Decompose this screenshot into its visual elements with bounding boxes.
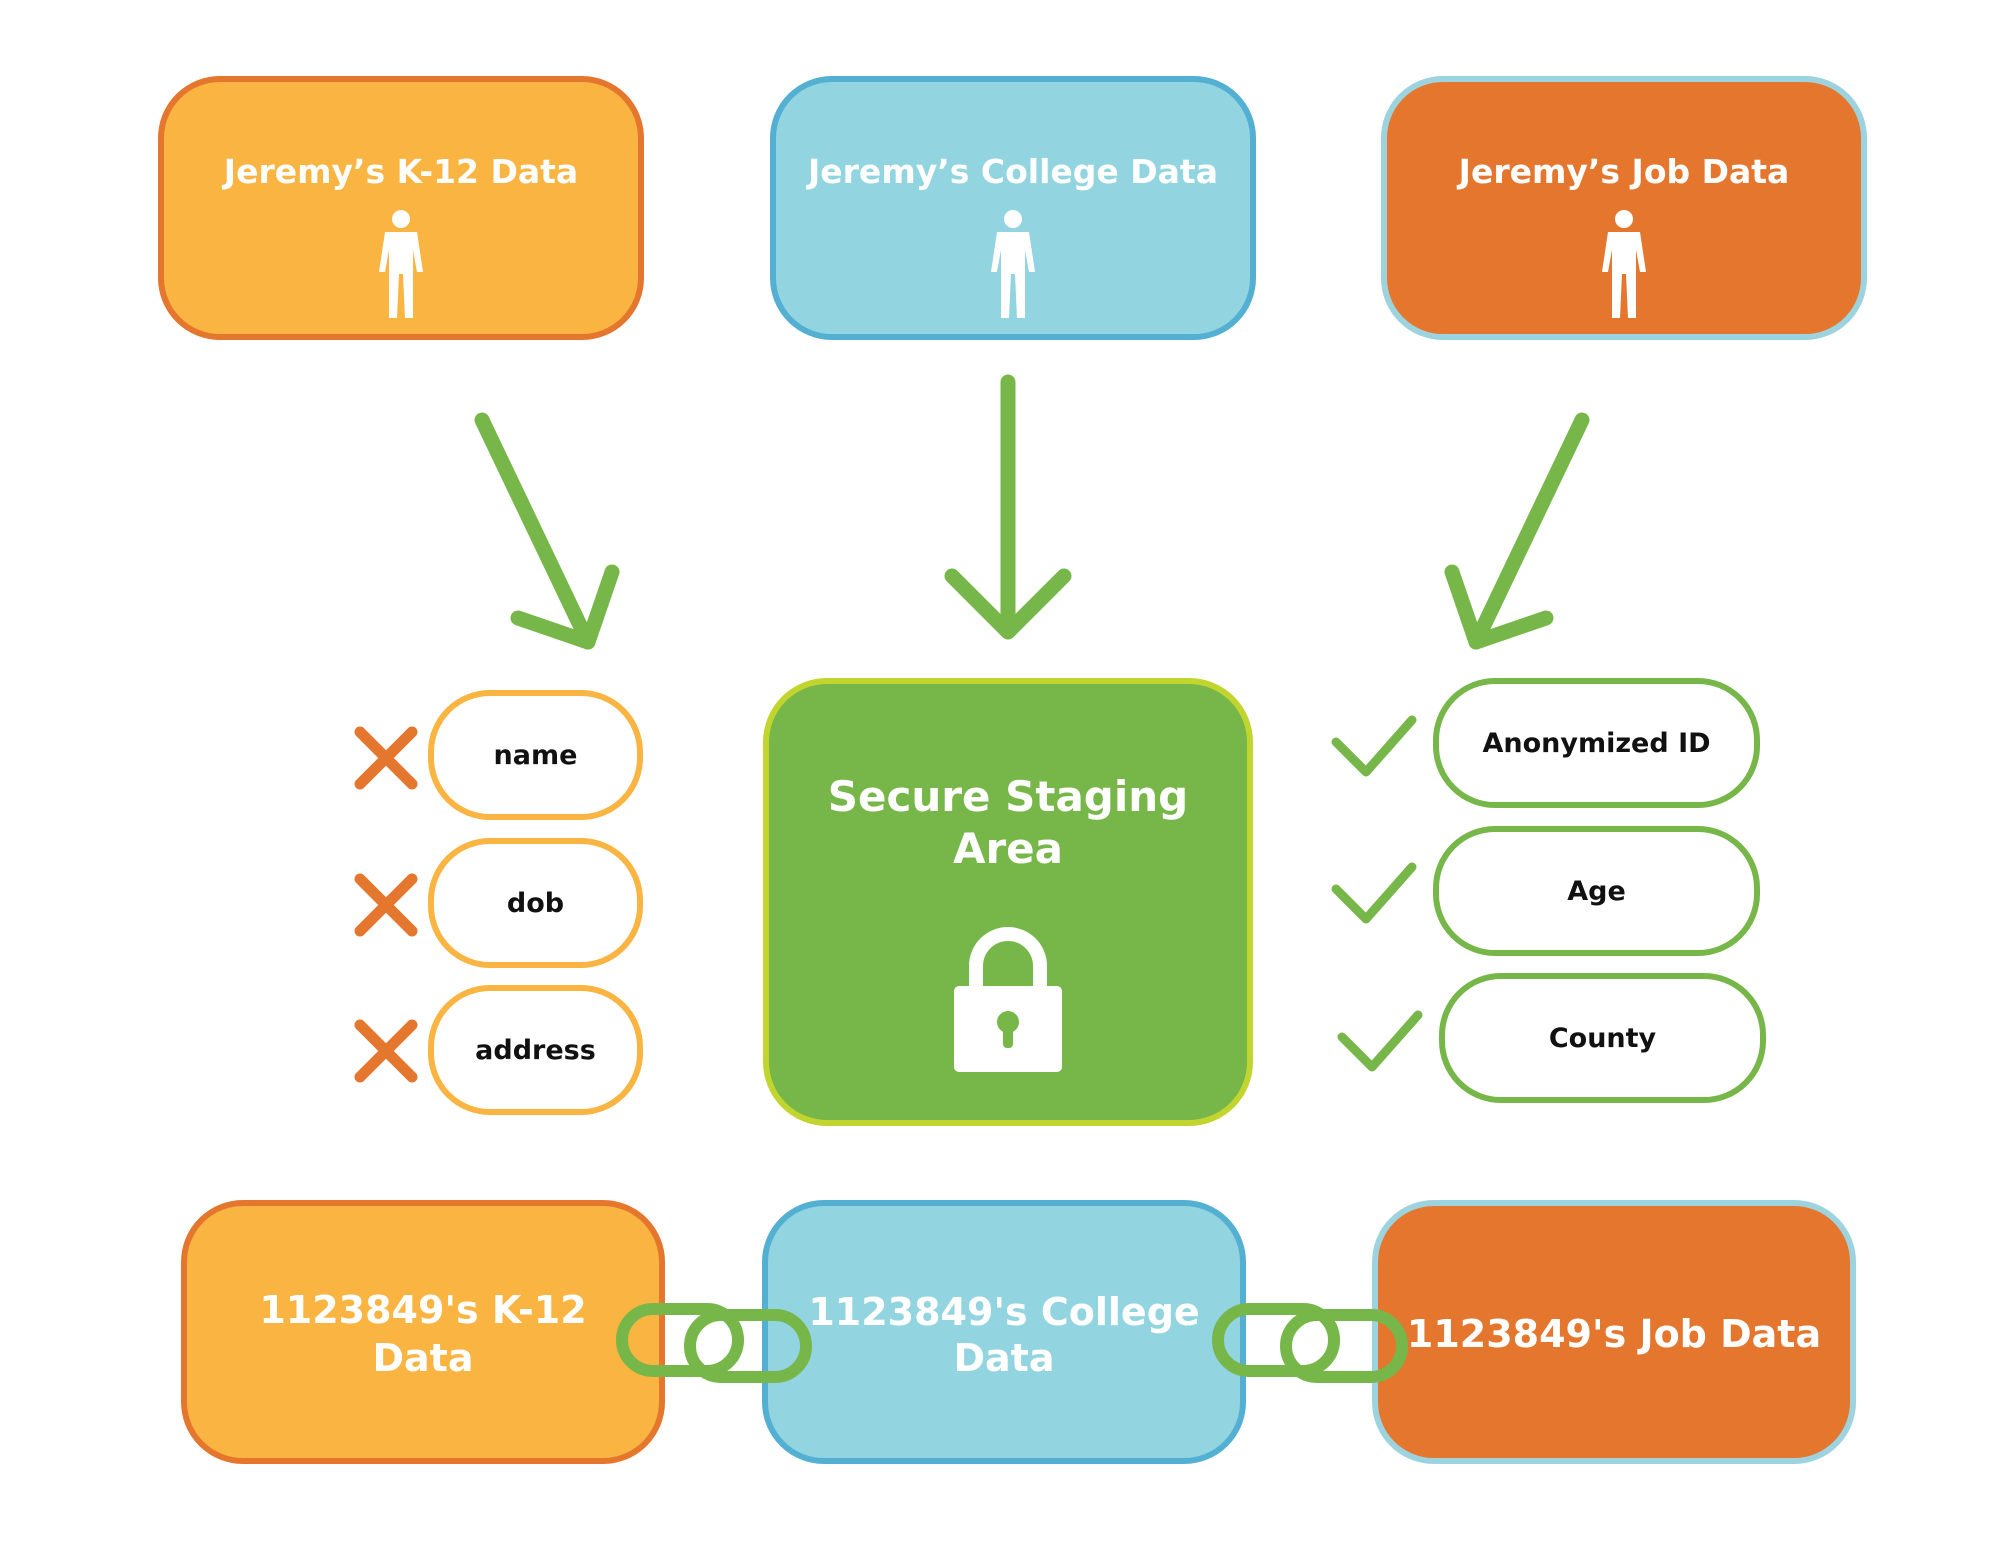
person-icon (379, 210, 423, 318)
arrow-k12-to-removed (474, 412, 620, 650)
x-icon (354, 726, 418, 790)
source-title-college: Jeremy’s College Data (808, 152, 1218, 191)
source-title-job: Jeremy’s Job Data (1458, 152, 1790, 191)
kept-field-county: County (1439, 973, 1766, 1103)
output-box-college: 1123849's College Data (762, 1200, 1246, 1464)
x-icon (354, 873, 418, 937)
arrow-college-to-staging (944, 374, 1072, 640)
output-title-college-line2: Data (953, 1336, 1055, 1380)
source-title-k12: Jeremy’s K-12 Data (223, 152, 579, 191)
output-title-college-line1: 1123849's College (808, 1290, 1200, 1334)
check-icon (1337, 1010, 1423, 1072)
arrow-job-to-kept (1444, 412, 1590, 650)
secure-staging-area: Secure Staging Area (763, 678, 1253, 1126)
person-icon (1602, 210, 1646, 318)
kept-field-age: Age (1433, 826, 1760, 956)
person-icon (991, 210, 1035, 318)
chain-link-icon (616, 1303, 812, 1383)
x-icon (354, 1019, 418, 1083)
check-icon (1331, 715, 1417, 777)
source-box-college: Jeremy’s College Data (770, 76, 1256, 340)
output-title-k12-line1: 1123849's K-12 (259, 1288, 587, 1332)
check-icon (1331, 862, 1417, 924)
kept-field-anonymized-id: Anonymized ID (1433, 678, 1760, 808)
source-box-k12: Jeremy’s K-12 Data (158, 76, 644, 340)
output-title-k12-line2: Data (372, 1336, 474, 1380)
source-box-job: Jeremy’s Job Data (1381, 76, 1867, 340)
output-box-k12: 1123849's K-12 Data (181, 1200, 665, 1464)
output-box-job: 1123849's Job Data (1372, 1200, 1856, 1464)
staging-title-line2: Area (952, 824, 1064, 873)
output-title-job-line1: 1123849's Job Data (1406, 1312, 1822, 1356)
removed-field-address: address (428, 985, 643, 1115)
lock-icon (954, 927, 1062, 1072)
removed-field-name: name (428, 690, 643, 820)
removed-field-dob: dob (428, 838, 643, 968)
chain-link-icon (1212, 1303, 1408, 1383)
staging-title-line1: Secure Staging (827, 772, 1189, 821)
